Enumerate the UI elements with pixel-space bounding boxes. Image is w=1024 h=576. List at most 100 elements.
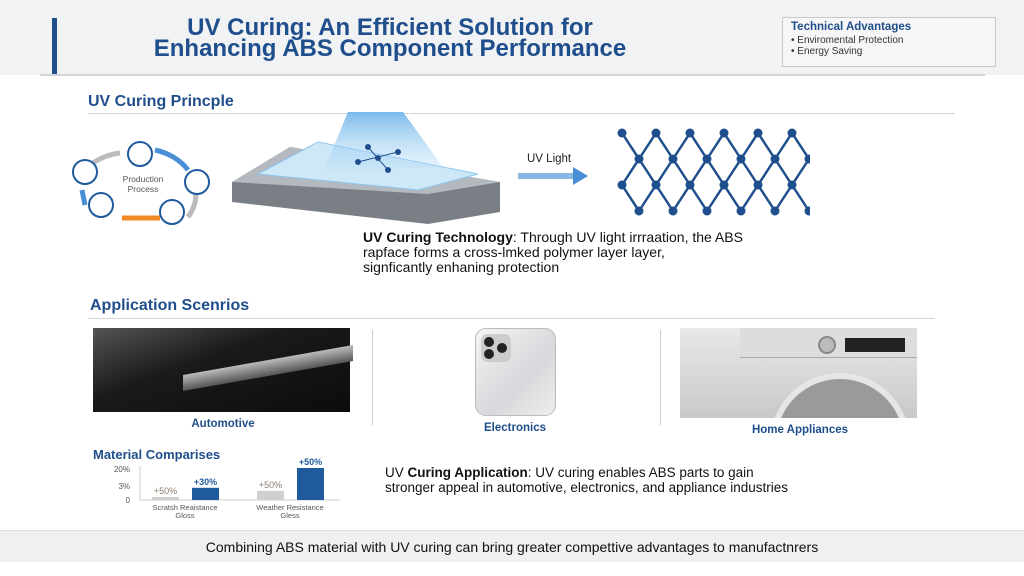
lattice-node	[787, 128, 797, 138]
desc-bold: Curing Application	[407, 465, 528, 480]
lattice-bond	[637, 132, 658, 160]
abs-slab-illustration	[232, 112, 500, 224]
lattice-bond	[671, 132, 692, 160]
desc-line: signficantly enhaning protection	[363, 259, 560, 275]
lattice-node	[668, 154, 678, 164]
lattice-node	[702, 154, 712, 164]
lattice-node	[651, 128, 661, 138]
lattice-node	[651, 180, 661, 190]
desc-line: : UV curing enables ABS parts to gain	[527, 465, 754, 480]
box-icon	[127, 141, 153, 167]
lattice-bond	[773, 184, 794, 212]
cycle-arrow	[185, 194, 199, 219]
lattice-node	[617, 180, 627, 190]
phone-image	[475, 328, 556, 416]
lattice-bond	[722, 184, 743, 212]
advantage-item: • Enviromental Protection	[791, 35, 904, 46]
lattice-bond	[756, 158, 777, 186]
lattice-bond	[637, 158, 658, 186]
lattice-bond	[790, 132, 810, 160]
cycle-label: Process	[128, 184, 159, 194]
lattice-bond	[790, 158, 810, 186]
divider	[40, 74, 985, 76]
lattice-bond	[620, 184, 641, 212]
lattice-node	[702, 206, 712, 216]
advantages-title: Technical Advantages	[791, 21, 912, 33]
lattice-bond	[688, 184, 709, 212]
application-label-electronics: Electronics	[484, 422, 546, 434]
lattice-node	[770, 206, 780, 216]
lattice-bond	[773, 132, 794, 160]
advantage-item: • Energy Saving	[791, 46, 863, 57]
divider	[88, 318, 935, 319]
bar	[297, 468, 324, 500]
lattice-bond	[756, 184, 777, 212]
chart-title: Material Comparises	[93, 447, 221, 462]
footer-banner: Combining ABS material with UV curing ca…	[0, 530, 1024, 562]
lattice-node	[685, 128, 695, 138]
lattice-bond	[671, 184, 692, 212]
molecules-icon	[72, 159, 98, 185]
application-label-automotive: Automotive	[191, 418, 255, 430]
application-description: UV Curing Application: UV curing enables…	[385, 465, 788, 495]
uv-light-label: UV Light	[527, 153, 572, 165]
lattice-bond	[620, 158, 641, 186]
lattice-bond	[722, 158, 743, 186]
lattice-bond	[654, 132, 675, 160]
lattice-bond	[739, 158, 760, 186]
y-tick-label: 3%	[118, 482, 130, 491]
lattice-bond	[722, 132, 743, 160]
lattice-node	[719, 128, 729, 138]
lattice-node	[617, 128, 627, 138]
lattice-node	[753, 180, 763, 190]
title-line: Enhancing ABS Component Performance	[153, 35, 627, 62]
lattice-node	[668, 206, 678, 216]
lattice-bond	[705, 184, 726, 212]
production-cycle-diagram: Production Process	[72, 141, 210, 225]
lattice-bond	[739, 184, 760, 212]
cycle-label: Production	[123, 174, 164, 184]
bar-data-label: +50%	[154, 486, 177, 496]
lattice-bond	[688, 158, 709, 186]
tool-icon	[184, 169, 210, 195]
worker-icon	[88, 192, 114, 218]
bar	[257, 490, 284, 500]
lattice-node	[736, 206, 746, 216]
divider	[372, 330, 373, 425]
lattice-node	[634, 154, 644, 164]
desc-line: rapface forms a cross-lmked polymer laye…	[363, 244, 665, 260]
section-heading-applications: Application Scenrios	[90, 297, 250, 314]
x-category-label: Scratsh Reaistance	[152, 503, 217, 512]
lattice-node	[719, 180, 729, 190]
application-label-home-appliances: Home Appliances	[751, 424, 849, 436]
automotive-image	[93, 328, 353, 412]
lattice-node	[753, 128, 763, 138]
y-tick-label: 20%	[114, 465, 130, 474]
washing-machine-image	[680, 328, 917, 418]
lattice-bond	[688, 132, 709, 160]
lattice-bond	[654, 184, 675, 212]
y-tick-label: 0	[126, 496, 131, 505]
cycle-arrow	[154, 147, 190, 172]
desc-bold: UV Curing Technology	[363, 229, 513, 245]
lattice-bond	[620, 132, 641, 160]
lattice-bond	[790, 184, 810, 212]
x-category-label: Gloss	[175, 511, 194, 520]
title-line: UV Curing: An Efficient Solution for	[187, 14, 593, 41]
bar-data-label: +30%	[194, 477, 217, 487]
desc-line: : Through UV light irrraation, the ABS	[512, 229, 743, 245]
lattice-bond	[637, 184, 658, 212]
section-heading-principle: UV Curing Princple	[88, 93, 234, 110]
desc-line: stronger appeal in automotive, electroni…	[385, 480, 788, 495]
bar-data-label: +50%	[259, 480, 282, 490]
lattice-bond	[705, 132, 726, 160]
lattice-node	[736, 154, 746, 164]
lattice-bond	[705, 158, 726, 186]
lattice-node	[804, 154, 810, 164]
lattice-bond	[739, 132, 760, 160]
lattice-node	[634, 206, 644, 216]
lattice-bond	[671, 158, 692, 186]
title-accent-bar	[52, 18, 57, 76]
